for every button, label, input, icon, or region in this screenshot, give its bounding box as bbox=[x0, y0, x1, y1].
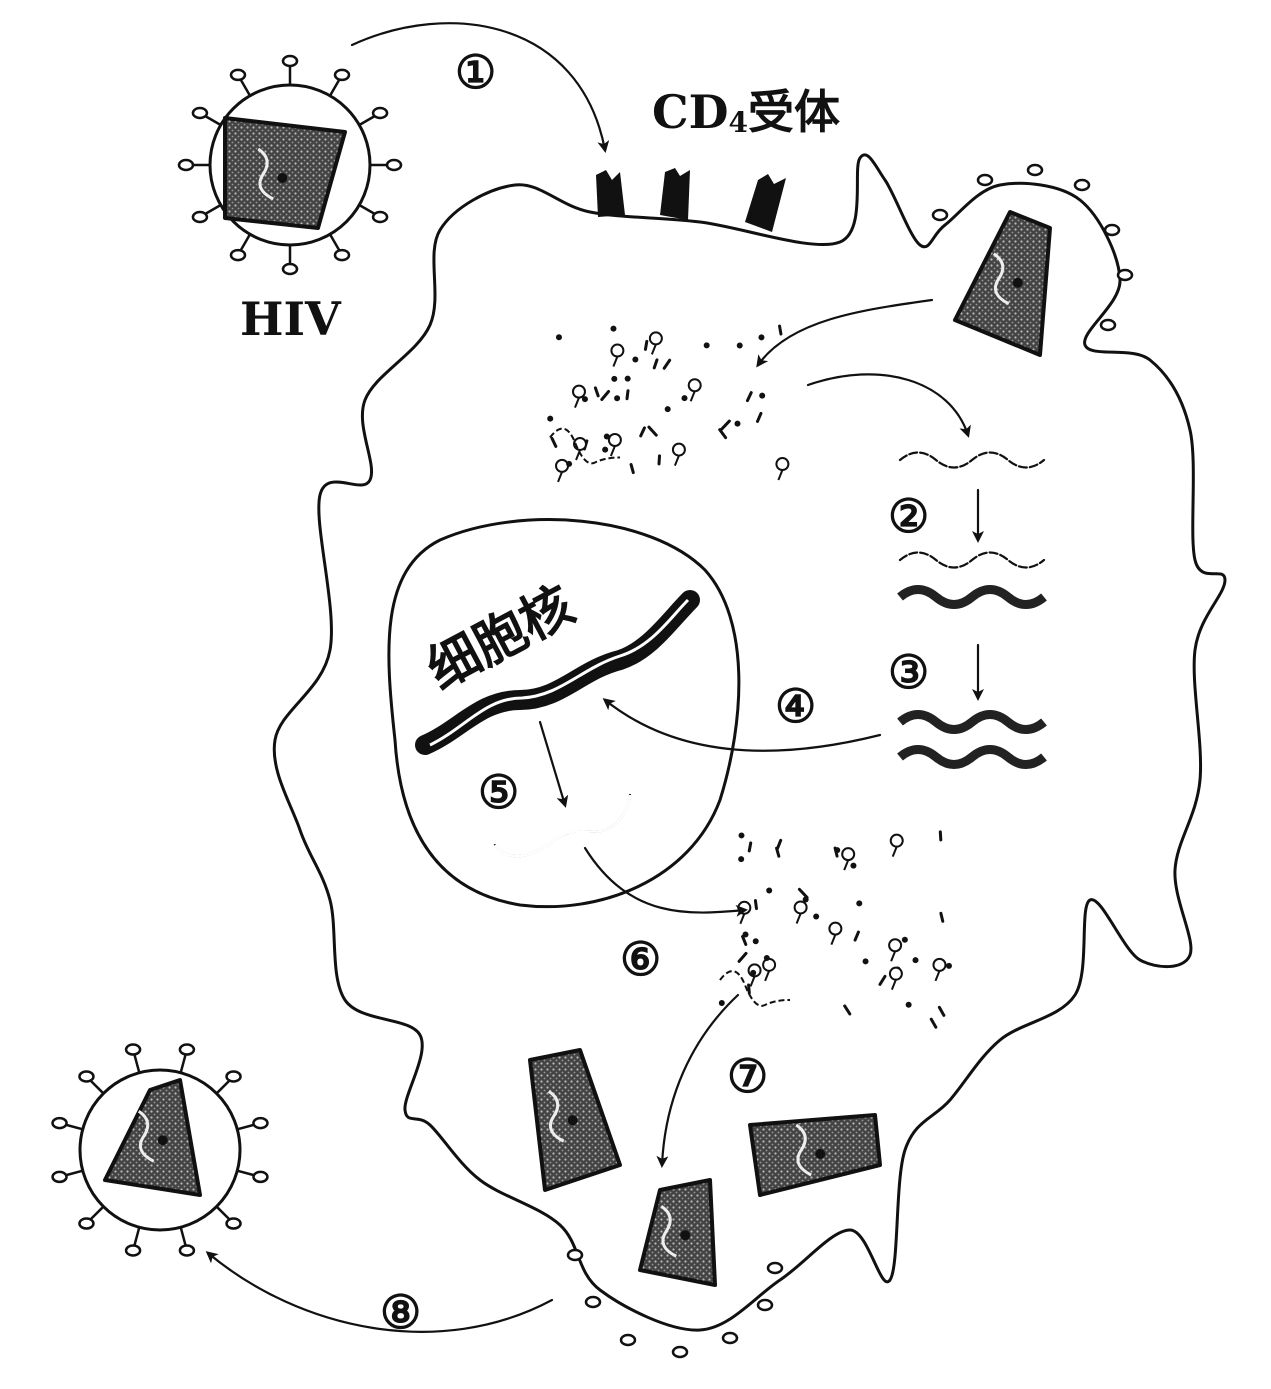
viral-components-cluster-assembly bbox=[718, 830, 952, 1029]
step-3-label: ③ bbox=[888, 645, 929, 699]
process-arrows bbox=[205, 22, 984, 1333]
hiv-label: HIV bbox=[240, 292, 342, 346]
step-1-label: ① bbox=[455, 45, 496, 99]
step-7-label: ⑦ bbox=[727, 1049, 768, 1103]
budding-spikes bbox=[566, 1248, 784, 1359]
step-2-label: ② bbox=[888, 489, 929, 543]
step-4-label: ④ bbox=[775, 679, 816, 733]
assembled-capsid-1 bbox=[528, 1048, 622, 1192]
cd4-receptors bbox=[596, 168, 786, 232]
hiv-virion-free-capsid bbox=[223, 116, 347, 230]
step-5-label: ⑤ bbox=[478, 765, 519, 819]
step-6-label: ⑥ bbox=[620, 932, 661, 986]
reverse-transcription-strands bbox=[897, 451, 1047, 769]
cd4-receptor-label: CD4受体 bbox=[652, 85, 840, 139]
hiv-virion-released-capsid bbox=[103, 1078, 202, 1197]
fusion-spikes bbox=[931, 163, 1134, 332]
nucleus-membrane bbox=[387, 518, 741, 909]
host-chromosome-dna bbox=[415, 590, 700, 755]
hiv-capsid-entering bbox=[953, 210, 1052, 357]
host-cell-membrane bbox=[272, 153, 1227, 1332]
budding-capsid bbox=[638, 1178, 717, 1287]
step-8-label: ⑧ bbox=[380, 1285, 421, 1339]
viral-components-cluster-uncoating bbox=[547, 324, 790, 483]
assembled-capsid-2 bbox=[748, 1113, 882, 1197]
